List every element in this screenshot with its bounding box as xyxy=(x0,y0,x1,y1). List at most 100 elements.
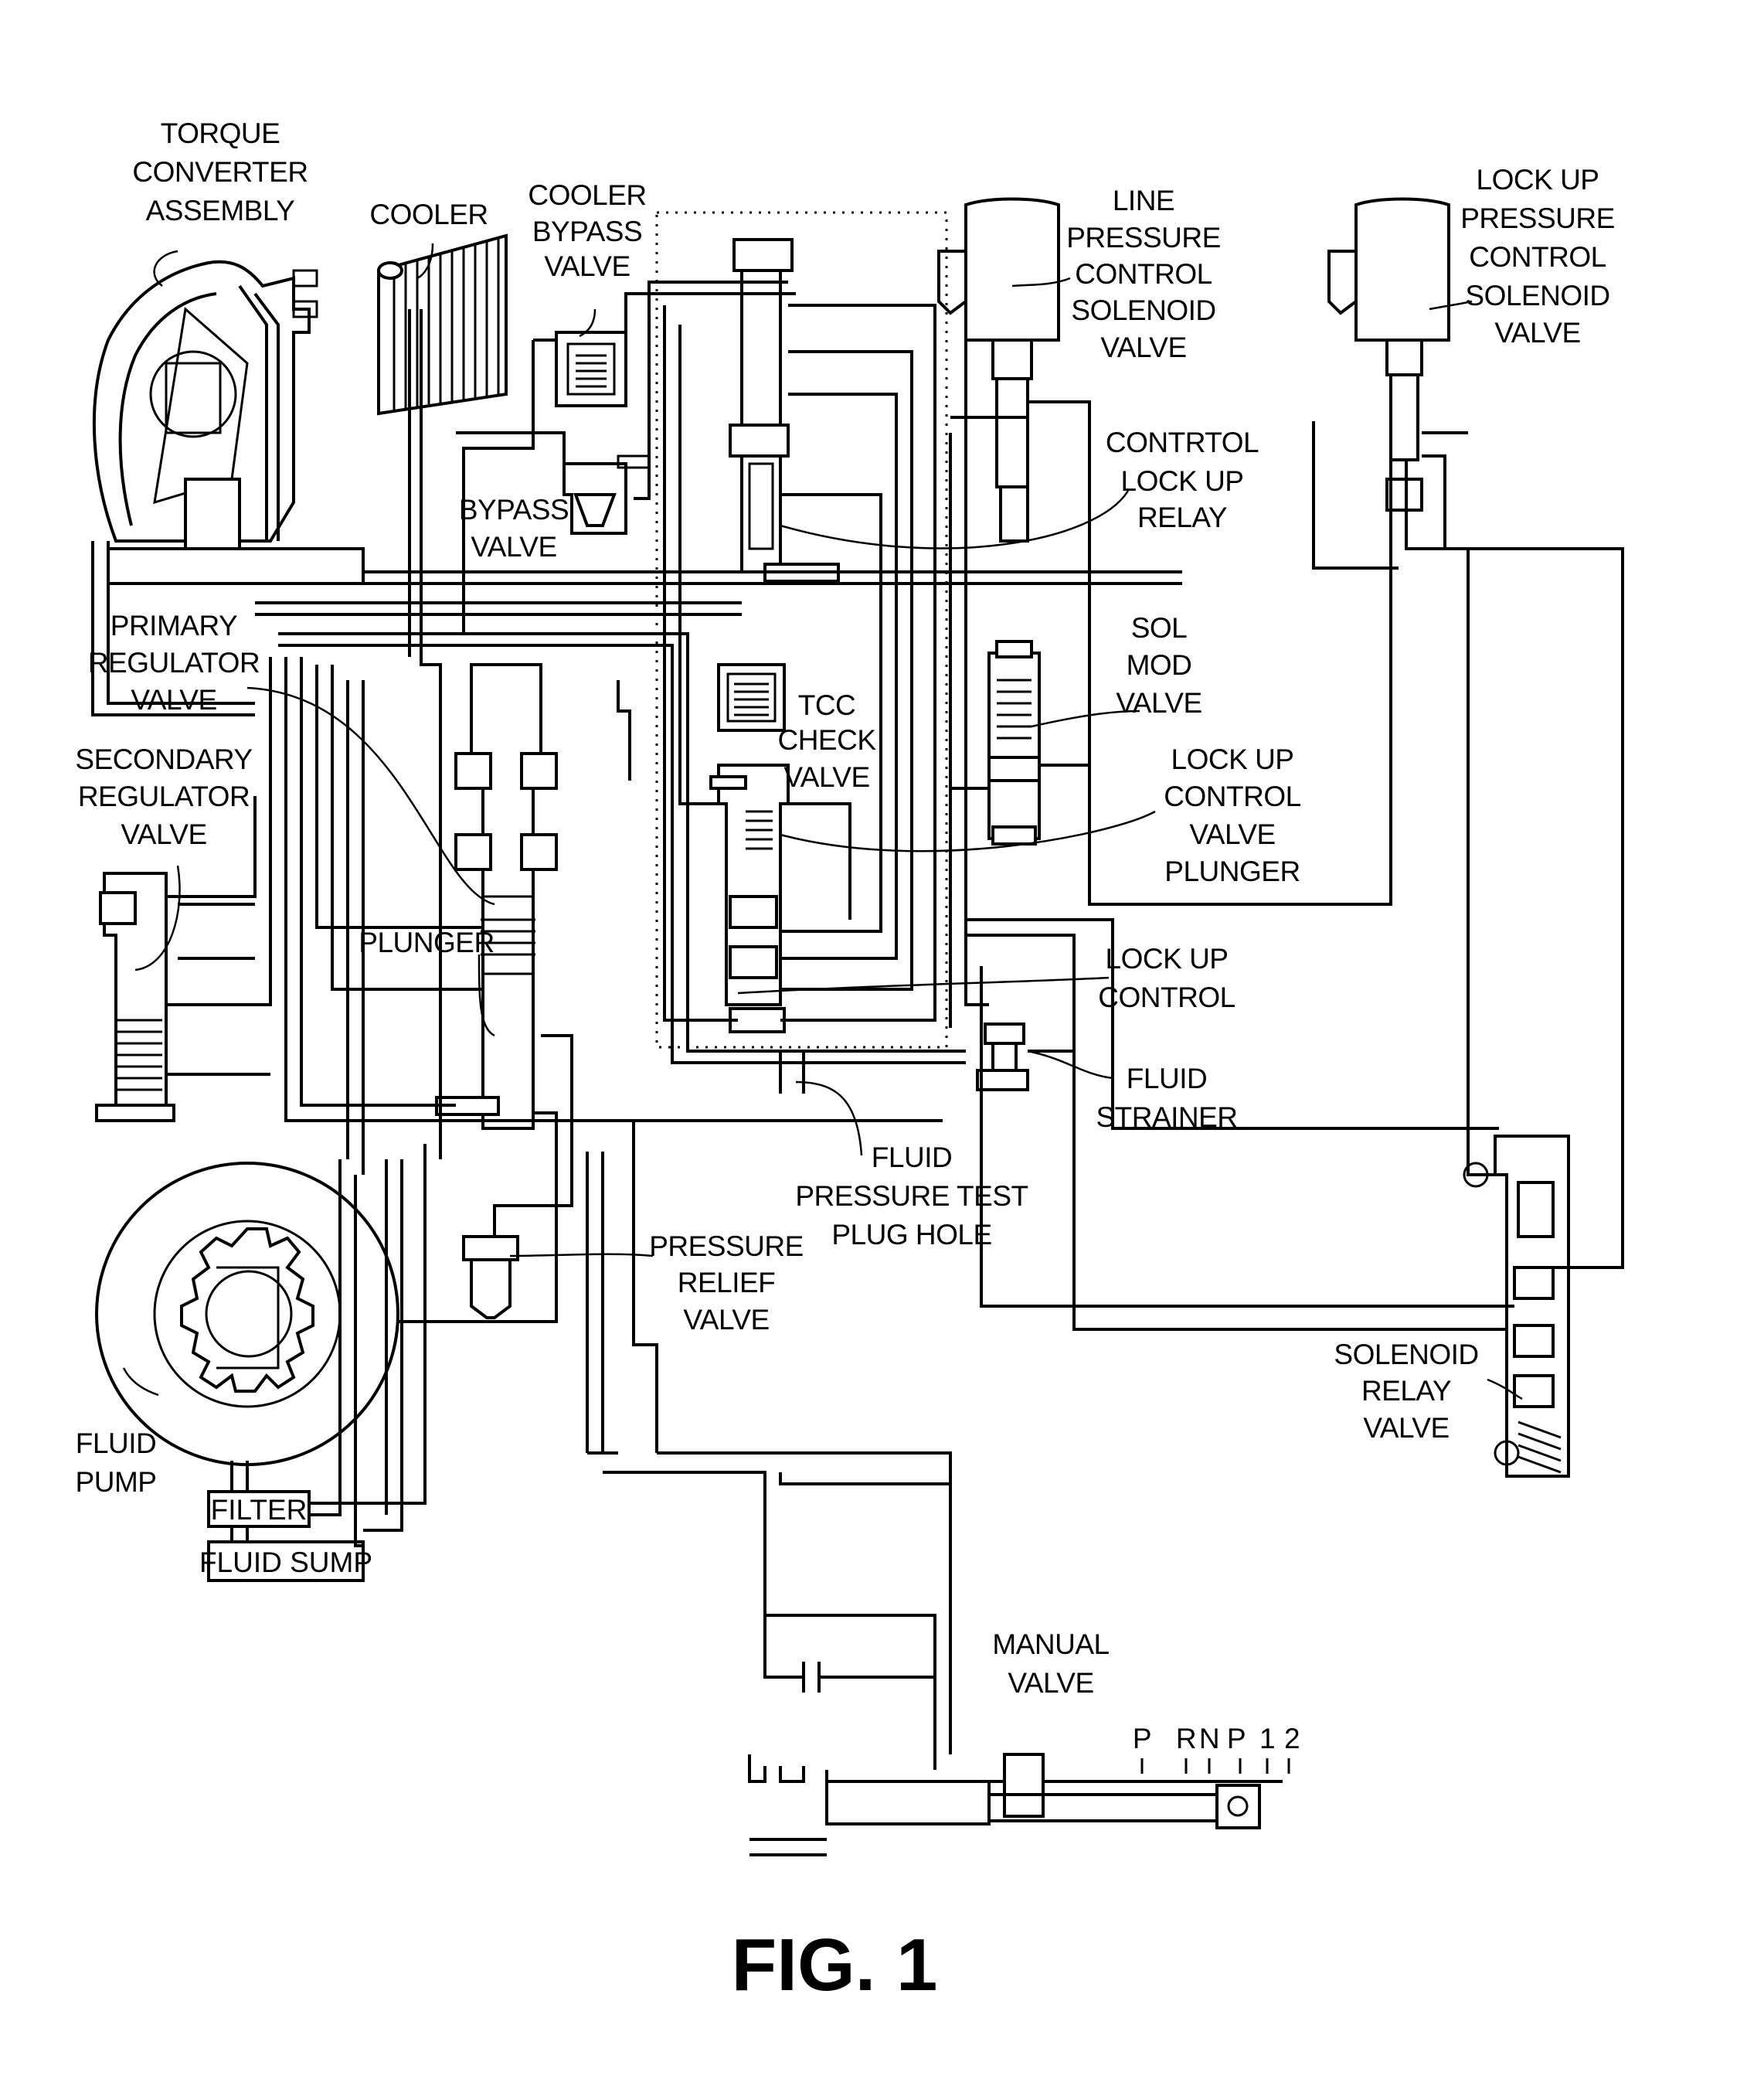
sol-mod-valve xyxy=(987,640,1041,846)
svg-text:LOCK UP: LOCK UP xyxy=(1477,164,1599,196)
svg-text:VALVE: VALVE xyxy=(683,1304,769,1336)
secondary-regulator-valve xyxy=(95,872,175,1122)
solenoid-relay-valve-label: SOLENOID RELAY VALVE xyxy=(1334,1339,1479,1444)
svg-text:VALVE: VALVE xyxy=(471,531,556,563)
control-lock-up-relay-valve xyxy=(729,238,840,583)
filter-box: FILTER xyxy=(207,1490,311,1528)
primary-regulator-valve-label: PRIMARY REGULATOR VALVE xyxy=(88,610,260,716)
svg-text:LINE: LINE xyxy=(1113,185,1174,216)
filter-label: FILTER xyxy=(211,1494,308,1526)
svg-text:BYPASS: BYPASS xyxy=(459,494,569,526)
lock-up-control-valve-plunger-label: LOCK UP CONTROL VALVE PLUNGER xyxy=(1164,743,1301,887)
svg-text:PRESSURE TEST: PRESSURE TEST xyxy=(795,1180,1028,1212)
svg-text:SOLENOID: SOLENOID xyxy=(1334,1339,1478,1370)
gear-position-r: R xyxy=(1176,1723,1196,1754)
lock-up-control-enclosure xyxy=(655,211,948,1049)
svg-text:PLUNGER: PLUNGER xyxy=(359,927,494,958)
line-pressure-control-solenoid-valve-label: LINE PRESSURE CONTROL SOLENOID VALVE xyxy=(1066,185,1221,363)
svg-text:ASSEMBLY: ASSEMBLY xyxy=(146,195,295,226)
svg-text:COOLER: COOLER xyxy=(369,199,488,230)
svg-text:VALVE: VALVE xyxy=(131,684,216,716)
svg-text:CONTRTOL: CONTRTOL xyxy=(1106,427,1259,458)
svg-text:SECONDARY: SECONDARY xyxy=(75,743,252,775)
control-lock-up-relay-label: CONTRTOL LOCK UP RELAY xyxy=(1106,427,1259,533)
svg-text:CONTROL: CONTROL xyxy=(1098,982,1235,1013)
svg-text:CONVERTER: CONVERTER xyxy=(132,156,308,188)
svg-text:CONTROL: CONTROL xyxy=(1469,241,1606,273)
svg-text:PLUNGER: PLUNGER xyxy=(1164,856,1300,887)
gear-position-p: P xyxy=(1133,1723,1151,1754)
leader-lines xyxy=(122,243,1523,1400)
lock-up-control-label: LOCK UP CONTROL xyxy=(1098,943,1235,1013)
svg-text:PRESSURE: PRESSURE xyxy=(1460,202,1615,234)
svg-text:TORQUE: TORQUE xyxy=(161,117,280,149)
cooler-bypass-valve-label: COOLER BYPASS VALVE xyxy=(528,179,647,282)
svg-text:MOD: MOD xyxy=(1127,649,1192,681)
svg-text:VALVE: VALVE xyxy=(783,761,869,793)
secondary-regulator-valve-label: SECONDARY REGULATOR VALVE xyxy=(75,743,253,850)
tcc-check-valve-label: TCC CHECK VALVE xyxy=(777,689,876,793)
svg-text:CONTROL: CONTROL xyxy=(1164,781,1300,812)
svg-text:CHECK: CHECK xyxy=(777,724,876,756)
fluid-sump-label: FLUID SUMP xyxy=(199,1546,372,1578)
svg-text:FLUID: FLUID xyxy=(1127,1063,1207,1094)
gear-position-2: 2 xyxy=(1284,1723,1300,1754)
fluid-pressure-test-plug-hole-label: FLUID PRESSURE TEST PLUG HOLE xyxy=(795,1142,1028,1250)
gear-position-labels: P R N P 1 2 xyxy=(1133,1723,1300,1754)
svg-text:PRIMARY: PRIMARY xyxy=(110,610,237,641)
svg-text:FLUID: FLUID xyxy=(76,1427,156,1459)
fluid-strainer-label: FLUID STRAINER xyxy=(1096,1063,1238,1133)
gear-position-p2: P xyxy=(1227,1723,1246,1754)
svg-text:VALVE: VALVE xyxy=(1116,687,1201,719)
sol-mod-valve-label: SOL MOD VALVE xyxy=(1116,612,1202,719)
pressure-relief-valve-label: PRESSURE RELIEF VALVE xyxy=(649,1230,804,1336)
plunger-label: PLUNGER xyxy=(359,927,495,958)
svg-text:VALVE: VALVE xyxy=(1363,1412,1449,1444)
cooler-bypass-valve xyxy=(555,331,627,407)
svg-text:PLUG HOLE: PLUG HOLE xyxy=(831,1219,991,1250)
svg-text:COOLER: COOLER xyxy=(528,179,646,211)
svg-text:TCC: TCC xyxy=(798,689,856,721)
svg-text:STRAINER: STRAINER xyxy=(1096,1101,1237,1133)
bypass-valve-label: BYPASS VALVE xyxy=(459,494,569,563)
solenoid-relay-valve xyxy=(1463,1135,1570,1478)
svg-text:VALVE: VALVE xyxy=(1008,1667,1093,1699)
svg-text:REGULATOR: REGULATOR xyxy=(78,781,250,812)
torque-converter-assembly xyxy=(92,260,365,585)
cooler xyxy=(377,233,508,416)
svg-text:PUMP: PUMP xyxy=(76,1466,157,1498)
svg-text:CONTROL: CONTROL xyxy=(1075,258,1212,290)
fluid-passages xyxy=(91,281,1624,1770)
pressure-relief-valve xyxy=(462,1235,519,1319)
svg-text:RELIEF: RELIEF xyxy=(678,1267,776,1298)
gear-position-ticks xyxy=(1140,1758,1290,1774)
fluid-sump-box: FLUID SUMP xyxy=(199,1540,372,1582)
cooler-label: COOLER xyxy=(369,199,488,230)
line-pressure-control-solenoid-valve xyxy=(937,197,1060,543)
manual-valve-label: MANUAL VALVE xyxy=(992,1628,1110,1699)
svg-text:RELAY: RELAY xyxy=(1361,1375,1451,1407)
svg-text:SOLENOID: SOLENOID xyxy=(1071,294,1215,326)
svg-text:SOL: SOL xyxy=(1131,612,1188,644)
svg-text:PRESSURE: PRESSURE xyxy=(649,1230,804,1262)
svg-text:FLUID: FLUID xyxy=(872,1142,952,1173)
svg-text:PRESSURE: PRESSURE xyxy=(1066,222,1221,253)
fluid-pump-label: FLUID PUMP xyxy=(76,1427,157,1498)
torque-converter-label: TORQUE CONVERTER ASSEMBLY xyxy=(132,117,308,226)
svg-text:BYPASS: BYPASS xyxy=(532,216,642,247)
tcc-check-valve xyxy=(717,663,786,732)
svg-text:VALVE: VALVE xyxy=(121,818,206,850)
svg-text:REGULATOR: REGULATOR xyxy=(88,647,260,679)
fluid-strainer xyxy=(976,1022,1029,1091)
svg-text:VALVE: VALVE xyxy=(1494,317,1580,349)
svg-text:LOCK UP: LOCK UP xyxy=(1121,465,1244,497)
lock-up-control-valve xyxy=(709,764,790,1033)
figure-caption: FIG. 1 xyxy=(732,1924,938,2006)
svg-text:VALVE: VALVE xyxy=(1189,818,1275,850)
svg-text:VALVE: VALVE xyxy=(1100,332,1186,363)
manual-valve xyxy=(748,1753,1290,1856)
primary-regulator-valve xyxy=(435,663,558,1130)
svg-text:SOLENOID: SOLENOID xyxy=(1465,280,1609,311)
gear-position-1: 1 xyxy=(1259,1723,1275,1754)
